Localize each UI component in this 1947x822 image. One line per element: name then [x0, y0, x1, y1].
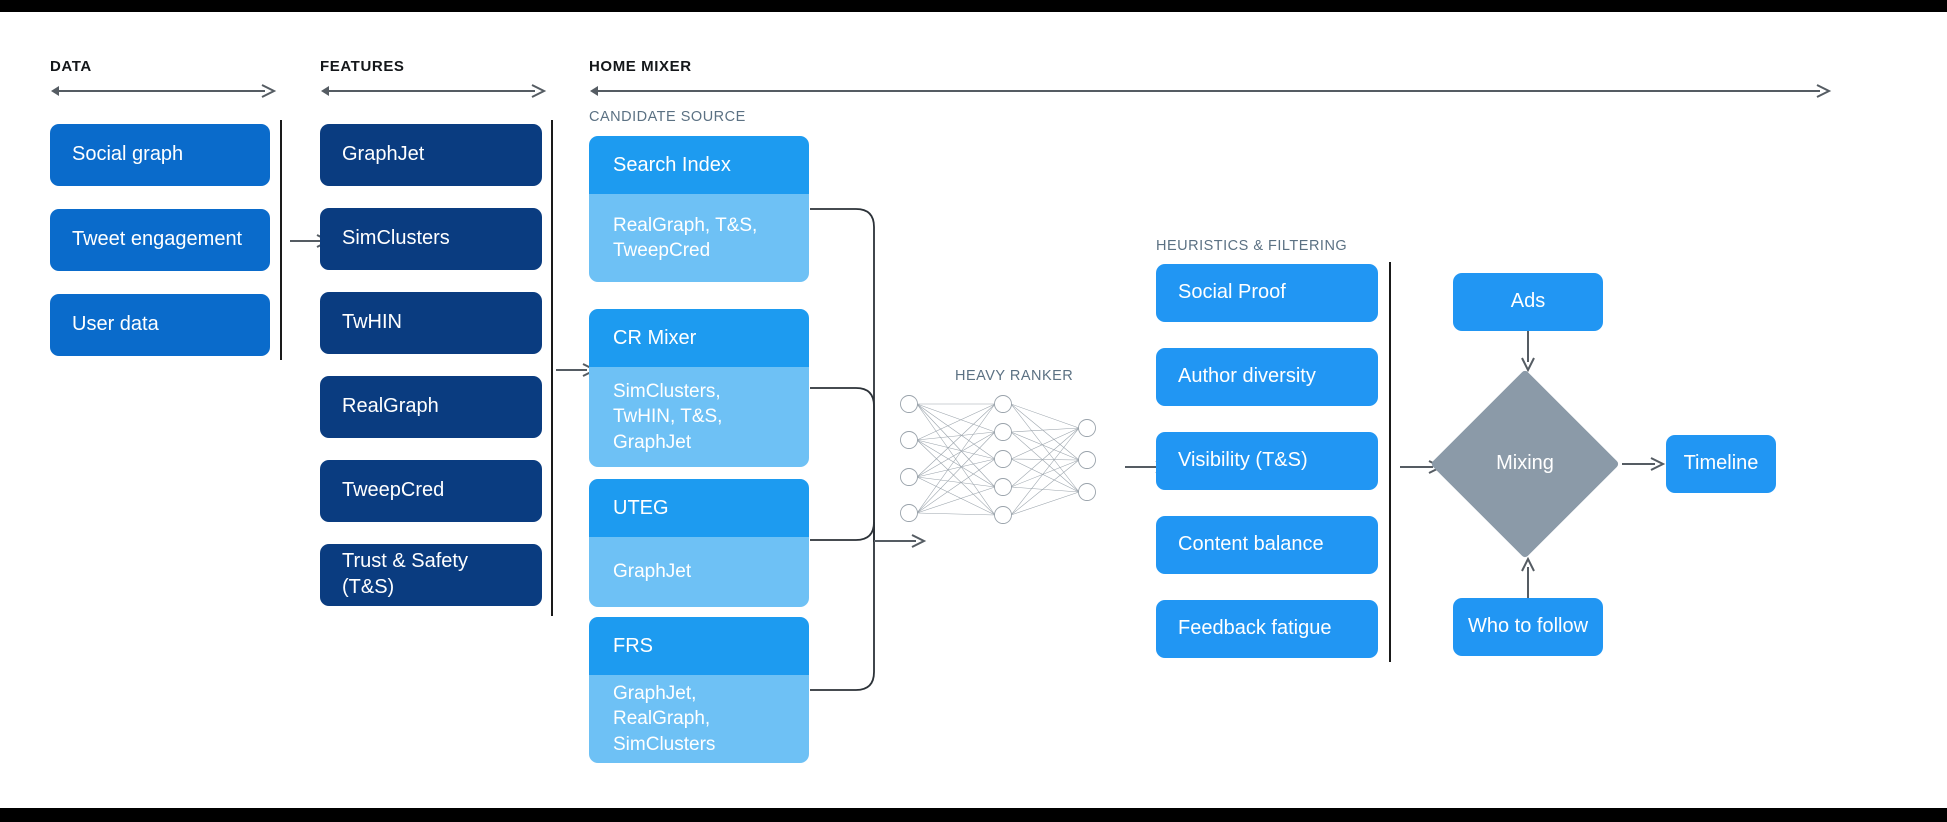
divider-data-features [280, 120, 282, 360]
mixing-label: Mixing [1496, 452, 1554, 474]
arrow-mixing-to-timeline-icon [1622, 457, 1666, 471]
heuristic-box-feedback-fatigue[interactable]: Feedback fatigue [1156, 600, 1378, 658]
feature-box-realgraph[interactable]: RealGraph [320, 376, 542, 438]
feature-box-label: GraphJet [342, 143, 425, 166]
feature-box-label: SimClusters [342, 227, 450, 250]
divider-heuristics-mixing [1389, 262, 1391, 662]
phase-header-data: DATA [50, 58, 277, 98]
phase-label-data: DATA [50, 58, 92, 75]
data-box-social-graph[interactable]: Social graph [50, 124, 270, 186]
phase-rule-home-mixer-icon [590, 84, 1832, 98]
heuristic-box-visibility[interactable]: Visibility (T&S) [1156, 432, 1378, 490]
heuristic-box-author-diversity[interactable]: Author diversity [1156, 348, 1378, 406]
data-box-label: Social graph [72, 143, 184, 166]
feature-box-label: TweepCred [342, 479, 445, 502]
candidate-source-card-uteg[interactable]: UTEG GraphJet [589, 479, 809, 607]
output-box-label: Timeline [1683, 452, 1759, 475]
phase-rule-features-icon [321, 84, 547, 98]
data-box-label: User data [72, 313, 159, 336]
divider-features-home-mixer [551, 120, 553, 616]
candidate-source-name: UTEG [589, 479, 809, 537]
heuristic-box-label: Feedback fatigue [1178, 617, 1332, 640]
bracket-candidate-sources-to-ranker-icon [810, 208, 927, 691]
feature-box-tweepcred[interactable]: TweepCred [320, 460, 542, 522]
phase-label-home-mixer: HOME MIXER [589, 58, 692, 75]
arrow-who-to-follow-to-mixing-icon [1521, 556, 1535, 598]
candidate-source-name: FRS [589, 617, 809, 675]
feature-box-label: TwHIN [342, 311, 402, 334]
section-label-candidate-source: CANDIDATE SOURCE [589, 109, 746, 125]
heuristic-box-social-proof[interactable]: Social Proof [1156, 264, 1378, 322]
mixing-node[interactable]: Mixing [1430, 369, 1620, 559]
candidate-source-card-search-index[interactable]: Search Index RealGraph, T&S, TweepCred [589, 136, 809, 282]
heavy-ranker-network-diagram [900, 395, 1096, 524]
output-box-timeline[interactable]: Timeline [1666, 435, 1776, 493]
phase-rule-data-icon [51, 84, 277, 98]
data-box-label: Tweet engagement [72, 228, 243, 251]
feature-box-trust-and-safety[interactable]: Trust & Safety (T&S) [320, 544, 542, 606]
candidate-source-features: GraphJet [589, 537, 809, 607]
heuristic-box-label: Visibility (T&S) [1178, 449, 1308, 472]
diagram-canvas: DATA FEATURES HOME MIXER Social graph Tw… [0, 12, 1947, 808]
output-box-who-to-follow[interactable]: Who to follow [1453, 598, 1603, 656]
candidate-source-name: CR Mixer [589, 309, 809, 367]
output-box-label: Ads [1510, 290, 1546, 313]
candidate-source-features: RealGraph, T&S, TweepCred [589, 194, 809, 282]
candidate-source-card-cr-mixer[interactable]: CR Mixer SimClusters, TwHIN, T&S, GraphJ… [589, 309, 809, 467]
heuristic-box-label: Social Proof [1178, 281, 1286, 304]
arrow-ads-to-mixing-icon [1521, 331, 1535, 373]
section-label-heavy-ranker: HEAVY RANKER [955, 368, 1074, 384]
heuristic-box-label: Content balance [1178, 533, 1324, 556]
heuristic-box-label: Author diversity [1178, 365, 1316, 388]
phase-header-features: FEATURES [320, 58, 547, 98]
phase-header-home-mixer: HOME MIXER [589, 58, 1832, 98]
feature-box-label: Trust & Safety (T&S) [342, 550, 468, 598]
phase-label-features: FEATURES [320, 58, 405, 75]
candidate-source-features: GraphJet, RealGraph, SimClusters [589, 675, 809, 763]
output-box-ads[interactable]: Ads [1453, 273, 1603, 331]
data-box-user-data[interactable]: User data [50, 294, 270, 356]
feature-box-label: RealGraph [342, 395, 439, 418]
feature-box-twhin[interactable]: TwHIN [320, 292, 542, 354]
data-box-tweet-engagement[interactable]: Tweet engagement [50, 209, 270, 271]
feature-box-graphjet[interactable]: GraphJet [320, 124, 542, 186]
feature-box-simclusters[interactable]: SimClusters [320, 208, 542, 270]
heuristic-box-content-balance[interactable]: Content balance [1156, 516, 1378, 574]
output-box-label: Who to follow [1467, 615, 1589, 638]
candidate-source-features: SimClusters, TwHIN, T&S, GraphJet [589, 367, 809, 467]
candidate-source-name: Search Index [589, 136, 809, 194]
section-label-heuristics: HEURISTICS & FILTERING [1156, 238, 1348, 254]
candidate-source-card-frs[interactable]: FRS GraphJet, RealGraph, SimClusters [589, 617, 809, 763]
